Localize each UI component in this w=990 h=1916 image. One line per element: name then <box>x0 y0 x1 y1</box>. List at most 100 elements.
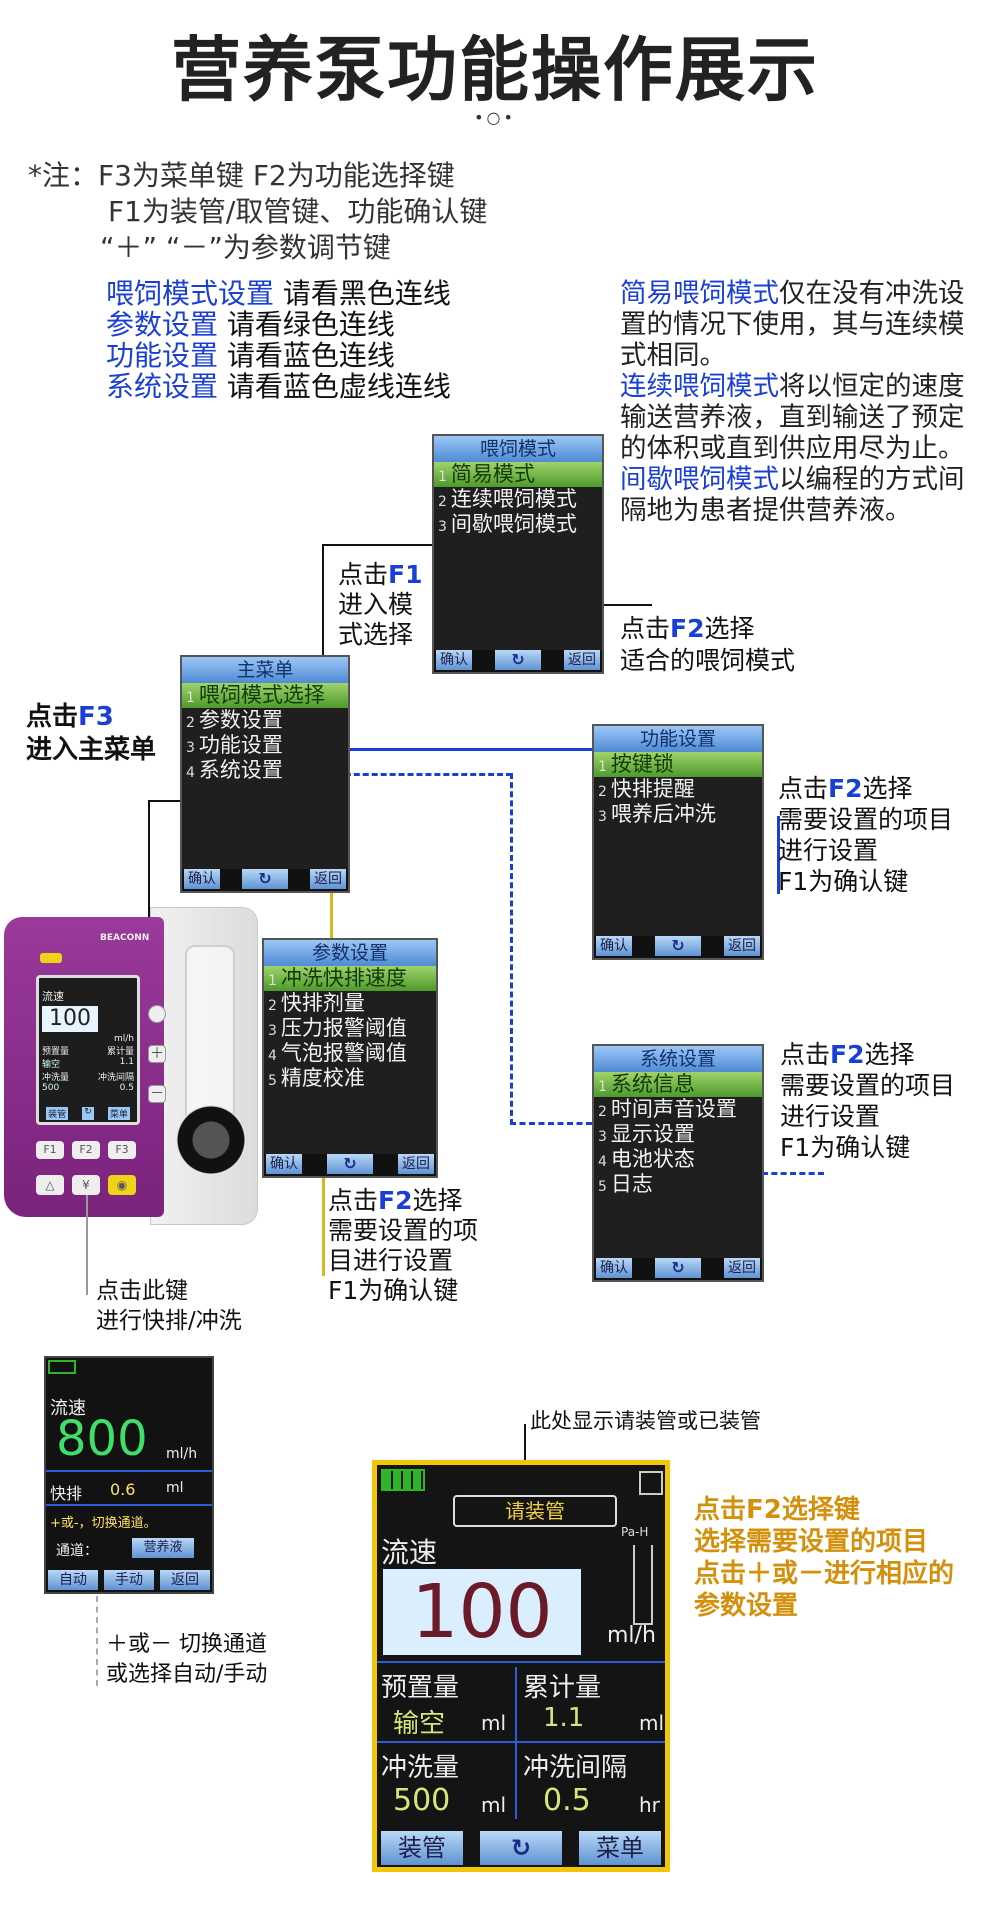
screen-title: 参数设置 <box>264 940 436 966</box>
label-func-3: 进行设置 <box>778 836 879 865</box>
cycle-button[interactable]: ↻ <box>655 936 701 956</box>
label-param-2: 需要设置的项 <box>328 1216 479 1245</box>
note-line-3: “＋” “－”为参数调节键 <box>100 231 391 264</box>
legend-param: 参数设置 请看绿色连线 <box>106 308 395 341</box>
lcd-total-label: 累计量 <box>106 1047 134 1057</box>
cycle-button[interactable]: ↻ <box>327 1154 373 1174</box>
lcd-soft-1[interactable]: 装管 <box>46 1107 69 1120</box>
label-f1-enter-3: 式选择 <box>338 620 414 649</box>
fast-value: 0.6 <box>110 1480 136 1499</box>
lcd-unit: ml/h <box>113 1034 134 1044</box>
load-tube-button[interactable]: 装管 <box>381 1831 463 1865</box>
auto-button[interactable]: 自动 <box>48 1570 98 1590</box>
line-black-h1 <box>322 544 432 546</box>
back-button[interactable]: 返回 <box>564 650 600 670</box>
lcd-interval-label: 冲洗间隔 <box>97 1073 134 1083</box>
back-button[interactable]: 返回 <box>160 1570 210 1590</box>
manual-button[interactable]: 手动 <box>104 1570 154 1590</box>
lcd-soft-2[interactable]: ↻ <box>82 1107 94 1120</box>
line-blue-func <box>318 748 592 751</box>
legend-feed: 喂饲模式设置 请看黑色连线 <box>106 277 451 310</box>
big-flush-label: 冲洗量 <box>381 1753 460 1783</box>
legend-func: 功能设置 请看蓝色连线 <box>106 339 395 372</box>
back-button[interactable]: 返回 <box>724 1258 760 1278</box>
confirm-button[interactable]: 确认 <box>436 650 472 670</box>
cycle-button[interactable]: ↻ <box>242 869 288 889</box>
confirm-button[interactable]: 确认 <box>184 869 220 889</box>
confirm-button[interactable]: 确认 <box>596 936 632 956</box>
f3-key[interactable]: F3 <box>108 1141 136 1159</box>
flush-key-icon[interactable]: ¥ <box>72 1175 100 1195</box>
label-param-3: 目进行设置 <box>328 1246 454 1275</box>
back-button[interactable]: 返回 <box>724 936 760 956</box>
alarm-mute-icon[interactable]: △ <box>36 1175 64 1195</box>
line-blue-func-v <box>777 816 780 894</box>
fast-unit: ml <box>166 1480 184 1496</box>
line-dash-h3 <box>762 1172 824 1175</box>
plus-button[interactable]: ＋ <box>148 1045 166 1063</box>
cycle-button[interactable]: ↻ <box>495 650 541 670</box>
big-preset-unit: ml <box>481 1711 507 1735</box>
channel-select[interactable]: 营养液 <box>132 1538 194 1558</box>
flush-rate-value: 800 <box>56 1411 148 1467</box>
label-func: 点击F2选择 <box>778 774 913 803</box>
confirm-button[interactable]: 确认 <box>266 1154 302 1174</box>
label-sys-4: F1为确认键 <box>780 1133 911 1162</box>
flush-rate-unit: ml/h <box>166 1446 198 1462</box>
lcd-rate-label: 流速 <box>42 990 64 1003</box>
menu-button[interactable]: 菜单 <box>579 1831 661 1865</box>
pump-rotor <box>176 1105 246 1175</box>
screen-title: 主菜单 <box>182 657 348 683</box>
divider <box>377 1661 665 1663</box>
lcd-total-value: 1.1 <box>119 1057 134 1067</box>
f1-key[interactable]: F1 <box>36 1141 64 1159</box>
screen-main-big: 请装管 Pa-H 流速 100 ml/h 预置量 累计量 输空 ml 1.1 m… <box>372 1460 670 1872</box>
pressure-label: Pa-H <box>621 1525 649 1539</box>
pump-side-button[interactable] <box>148 1005 166 1023</box>
flush-rate-label: 流速 <box>50 1398 86 1419</box>
cycle-button[interactable]: ↻ <box>655 1258 701 1278</box>
label-switch-2: 或选择自动/手动 <box>106 1662 268 1687</box>
lcd-soft-3[interactable]: 菜单 <box>107 1107 130 1120</box>
big-rate-value: 100 <box>383 1569 581 1655</box>
back-button[interactable]: 返回 <box>398 1154 434 1174</box>
lcd-flush-value: 500 <box>42 1083 60 1093</box>
label-f3: 点击F3 <box>26 702 114 732</box>
channel-label: 通道： <box>56 1543 98 1559</box>
divider <box>377 1741 665 1743</box>
confirm-button[interactable]: 确认 <box>596 1258 632 1278</box>
label-f3-2: 进入主菜单 <box>26 735 157 765</box>
label-param: 点击F2选择 <box>328 1186 463 1215</box>
minus-button[interactable]: － <box>148 1085 166 1103</box>
start-stop-icon[interactable]: ◉ <box>108 1175 136 1195</box>
cycle-button[interactable]: ↻ <box>480 1831 562 1865</box>
f2-key[interactable]: F2 <box>72 1141 100 1159</box>
back-button[interactable]: 返回 <box>310 869 346 889</box>
screen-flush: 流速 800 ml/h 快排 0.6 ml +或-，切换通道。 通道： 营养液 … <box>44 1356 214 1594</box>
big-interval-label: 冲洗间隔 <box>523 1753 628 1783</box>
